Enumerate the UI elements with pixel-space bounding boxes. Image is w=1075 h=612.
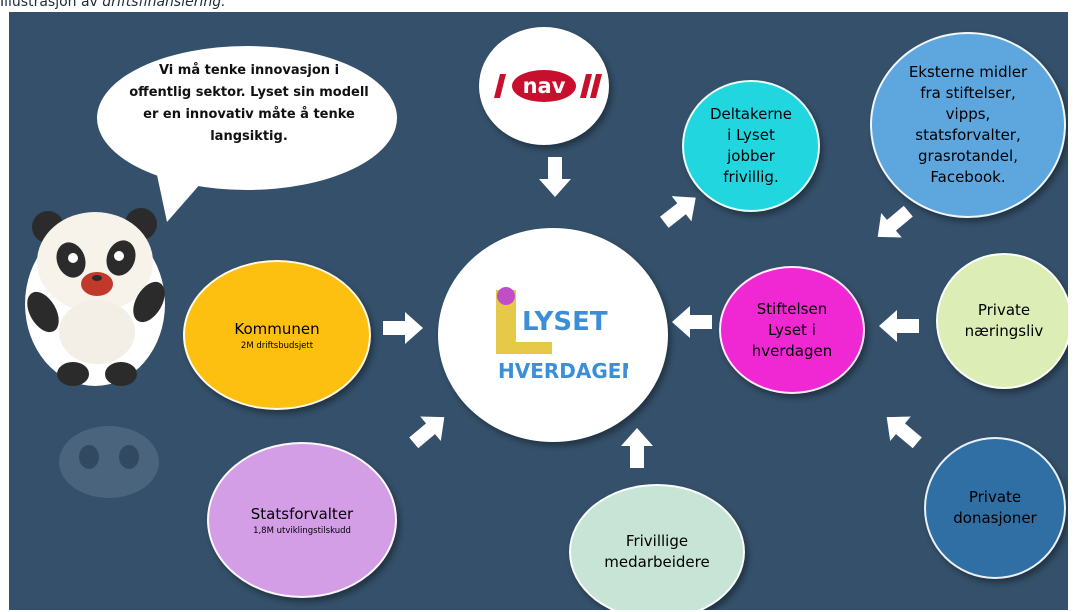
panda-reflection-illustration [59, 426, 159, 498]
node-line: grasrotandel, [918, 147, 1018, 165]
node-line: Private [968, 488, 1022, 506]
node-frivillige-medarbeidere: Frivillige medarbeidere [569, 484, 745, 610]
panda-mascot-illustration [25, 208, 165, 386]
node-line: Facebook. [930, 168, 1006, 186]
arrow-icon [383, 312, 423, 344]
logo-word-hverdagen: HVERDAGEN [498, 359, 628, 383]
node-line: Eksterne midler [908, 63, 1028, 81]
node-subtitle: 1,8M utviklingstilskudd [253, 525, 351, 536]
arrow-icon [621, 428, 653, 468]
arrow-icon [539, 157, 571, 197]
arrow-icon [886, 416, 922, 449]
nav-logo-text: nav [523, 74, 566, 98]
center-node: LYSET HVERDAGEN [438, 228, 668, 442]
node-line: Deltakerne [709, 105, 793, 123]
node-statsforvalter: Statsforvalter 1,8M utviklingstilskudd [207, 442, 397, 598]
node-kommunen: Kommunen 2M driftsbudsjett [183, 260, 371, 410]
speech-text: Vi må tenke innovasjon i offentlig sekto… [99, 60, 399, 148]
node-line: Lyset i [768, 320, 816, 339]
arrow-icon [879, 310, 919, 342]
caption-italic: driftsfinansiering. [102, 0, 226, 10]
node-line: Stiftelsen [756, 299, 828, 318]
node-line: jobber [727, 147, 775, 165]
nav-logo: nav [494, 70, 602, 102]
nav-node: nav [479, 27, 609, 145]
lyset-logo: LYSET HVERDAGEN [496, 287, 628, 383]
node-line: hverdagen [751, 341, 833, 360]
figure-caption: Illustrasjon av driftsfinansiering. [0, 0, 226, 12]
node-line: i Lyset [727, 126, 775, 144]
node-title: Statsforvalter [250, 504, 354, 523]
node-private-donasjoner: Private donasjoner [924, 437, 1066, 579]
node-private-naeringsliv: Private næringsliv [936, 253, 1068, 389]
node-line: Private [977, 301, 1031, 319]
arrow-icon [672, 306, 712, 338]
node-line: vipps, [945, 105, 991, 123]
node-title: Kommunen [234, 319, 320, 338]
node-subtitle: 2M driftsbudsjett [240, 340, 314, 351]
arrow-icon [409, 416, 445, 449]
arrow-icon [659, 196, 696, 228]
speech-line: offentlig sektor. Lyset sin modell [129, 85, 369, 100]
node-line: Frivillige [625, 532, 689, 550]
speech-bubble [97, 46, 397, 222]
logo-word-lyset: LYSET [522, 307, 608, 337]
node-deltakerne: Deltakerne i Lyset jobber frivillig. [682, 80, 820, 212]
node-eksterne-midler: Eksterne midler fra stiftelser, vipps, s… [870, 32, 1066, 218]
speech-line: Vi må tenke innovasjon i [158, 63, 340, 78]
node-line: næringsliv [964, 322, 1044, 340]
node-line: fra stiftelser, [920, 84, 1016, 102]
caption-prefix: Illustrasjon av [0, 0, 103, 10]
node-stiftelsen: Stiftelsen Lyset i hverdagen [719, 266, 865, 394]
node-line: statsforvalter, [915, 126, 1021, 144]
node-line: medarbeidere [604, 553, 710, 571]
node-line: donasjoner [953, 509, 1037, 527]
speech-line: langsiktig. [210, 129, 288, 144]
arrow-icon [877, 205, 913, 238]
diagram-board: Vi må tenke innovasjon i offentlig sekto… [9, 12, 1068, 610]
speech-line: er en innovativ måte å tenke [143, 107, 355, 122]
node-line: frivillig. [723, 168, 779, 186]
